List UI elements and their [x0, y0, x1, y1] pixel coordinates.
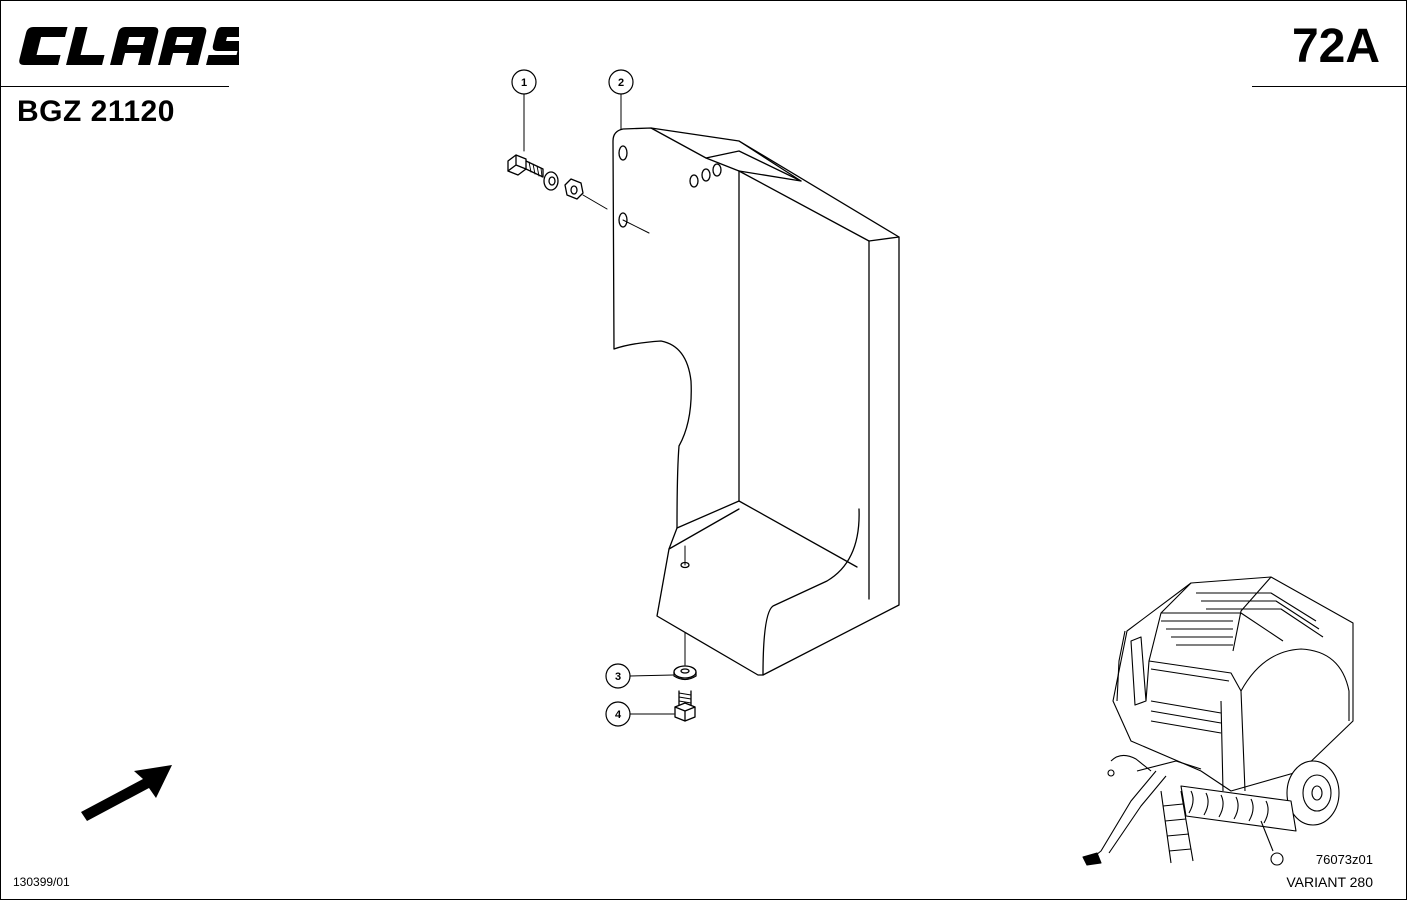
callout-1[interactable]: 1 — [511, 69, 537, 95]
washer — [673, 632, 697, 681]
callout-2[interactable]: 2 — [608, 69, 634, 95]
callout-4[interactable]: 4 — [605, 701, 631, 727]
header-rule-right — [1252, 86, 1406, 87]
callout-4-number: 4 — [615, 709, 622, 721]
callout-3-number: 3 — [615, 671, 621, 683]
arrow-up-right-icon — [81, 765, 172, 821]
mounting-bolt — [674, 690, 696, 722]
guard-plate — [612, 127, 900, 676]
header-rule-left — [1, 86, 229, 87]
machine-variant: VARIANT 280 — [1286, 874, 1373, 890]
claas-logo — [19, 27, 239, 65]
callout-2-number: 2 — [618, 77, 624, 89]
model-code: BGZ 21120 — [17, 95, 175, 128]
page-number: 72A — [1291, 20, 1380, 73]
document-date: 130399/01 — [13, 875, 70, 889]
bolt-assembly — [507, 154, 608, 210]
callout-3[interactable]: 3 — [605, 663, 631, 689]
drawing-reference: 76073z01 — [1315, 852, 1373, 867]
callout-1-number: 1 — [521, 77, 527, 89]
round-baler-icon — [1082, 576, 1354, 866]
